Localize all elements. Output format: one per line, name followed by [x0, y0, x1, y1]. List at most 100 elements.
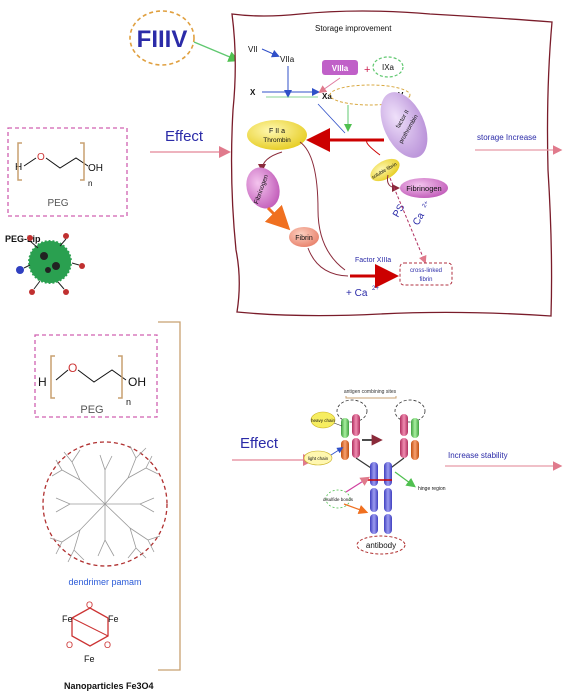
disulfide-tag [325, 489, 351, 509]
fibrin-label: Fibrin [295, 235, 313, 242]
dendrimer-label: dendrimer pamam [68, 577, 141, 587]
viiia-label: VIIIa [332, 64, 349, 73]
fe3o4-bridge [71, 617, 109, 637]
peg-tail-1 [27, 235, 33, 241]
top-peg-structure: H O OH n PEG [7, 127, 128, 217]
disulfide-label: disulfide bonds [323, 497, 354, 502]
dendrimer-branches [49, 445, 161, 563]
fibrinogen-left-node [246, 167, 280, 209]
materials-bracket [158, 321, 181, 671]
disulfide-pointer-orange [343, 503, 369, 515]
ixa-ring [372, 56, 404, 78]
antibody-illustration: antigen combining sites heavy chain ligh… [303, 389, 446, 555]
right-heavy-constant [400, 438, 408, 458]
top-peg-box [7, 127, 128, 217]
disulfide-pointer-pink [345, 476, 371, 493]
left-light-constant [341, 440, 349, 460]
crosslinked-label-1: cross-linked [410, 268, 442, 274]
heavy-chain-tag [310, 411, 336, 429]
peg-tail-lines [23, 238, 80, 290]
antigen-bracket [345, 396, 397, 399]
plus-ca-sup: 2+ [372, 286, 379, 292]
ixa-label: IXa [382, 63, 395, 72]
hinge-bonds [355, 457, 405, 471]
fc-heavy-left-1 [370, 462, 378, 486]
top-peg-oh: OH [88, 163, 103, 174]
peglip-label: PEG-Lip [5, 234, 41, 244]
antibody-label: antibody [366, 541, 396, 550]
top-peg-bond-1 [23, 157, 37, 167]
fc-heavy-right-3 [384, 514, 392, 534]
fc-heavy-left-2 [370, 488, 378, 512]
fc-heavy-right-2 [384, 488, 392, 512]
light-chain-label: light chain [308, 456, 329, 461]
light-chain-pointer [330, 447, 344, 456]
bottom-peg-label: PEG [80, 404, 103, 416]
bottom-peg-oh: OH [128, 375, 146, 389]
thrombin-label: Thrombin [263, 137, 291, 144]
bottom-peg-structure: H O OH n PEG [34, 334, 158, 418]
left-light-variable [341, 418, 349, 438]
box-title: Storage improvement [315, 24, 392, 33]
increase-stability-label: Increase stability [448, 451, 508, 460]
bottom-effect-label: Effect [240, 435, 279, 452]
o-2: O [66, 640, 73, 650]
crosslinked-box [399, 262, 453, 286]
soluble-fibrin-node [370, 158, 400, 182]
plus-sign: + [364, 64, 370, 76]
light-chain-tag [303, 450, 333, 466]
storage-increase-label: storage Increase [477, 133, 537, 142]
fe-3: Fe [84, 654, 95, 664]
drug-dot-2 [52, 262, 60, 270]
drug-dot-3 [45, 267, 51, 273]
left-heavy-constant [352, 438, 360, 458]
dendrimer-illustration [42, 441, 168, 567]
viiia-to-xa-arrow [318, 77, 341, 94]
hinge-label: hinge region [418, 486, 446, 492]
left-heavy-variable [352, 414, 360, 436]
soluble-fibrin-link [366, 139, 381, 156]
fiiiv-badge: FIIIV [129, 10, 195, 66]
hinge-pointer [394, 471, 416, 488]
bottom-peg-o: O [68, 361, 77, 375]
fibrinogen-right-arrow [387, 174, 400, 192]
right-light-variable [411, 418, 419, 438]
fibrinogen-right-node [400, 178, 448, 198]
drug-dot-1 [40, 252, 48, 260]
peg-tail-2 [63, 233, 69, 239]
antibody-ring [356, 535, 406, 555]
bottom-peg-bracket-right [118, 355, 123, 399]
top-peg-o: O [37, 152, 45, 163]
peg-tail-6 [16, 266, 24, 274]
fc-heavy-left-3 [370, 514, 378, 534]
viia-label: VIIa [280, 55, 295, 64]
fibrinogen-to-fibrin-arrow [264, 204, 291, 231]
thrombin-path [299, 141, 346, 271]
bottom-peg-bond-1 [55, 369, 69, 381]
crosslinked-label-2: fibrin [419, 277, 432, 283]
fibrinogen-right-label: Fibrinogen [406, 184, 441, 193]
top-peg-bracket-left [17, 142, 22, 181]
fe-2: Fe [108, 614, 119, 624]
vii-label: VII [248, 45, 258, 54]
xa-v-ring [329, 84, 411, 106]
nano-label: Nanoparticles Fe3O4 [64, 681, 154, 691]
viiia-box [322, 60, 358, 75]
x-label: X [250, 88, 256, 97]
bottom-peg-h: H [38, 375, 47, 389]
bottom-peg-chain [77, 369, 127, 383]
top-peg-bracket-right [80, 142, 85, 181]
peg-tail-4 [63, 289, 69, 295]
peg-tail-5 [29, 289, 35, 295]
liposome-shell [27, 239, 73, 285]
fibrin-link [307, 247, 349, 277]
bottom-peg-box [34, 334, 158, 418]
peglip-illustration [16, 233, 85, 295]
bottom-peg-n: n [126, 397, 131, 407]
fibrin-node [289, 227, 319, 247]
top-peg-n: n [88, 179, 92, 188]
factor-xiiia-label: Factor XIIIa [355, 257, 391, 264]
soluble-to-crosslinked-line [389, 177, 427, 264]
thrombin-node [247, 120, 307, 150]
antigen-site-label: antigen combining sites [344, 389, 397, 395]
